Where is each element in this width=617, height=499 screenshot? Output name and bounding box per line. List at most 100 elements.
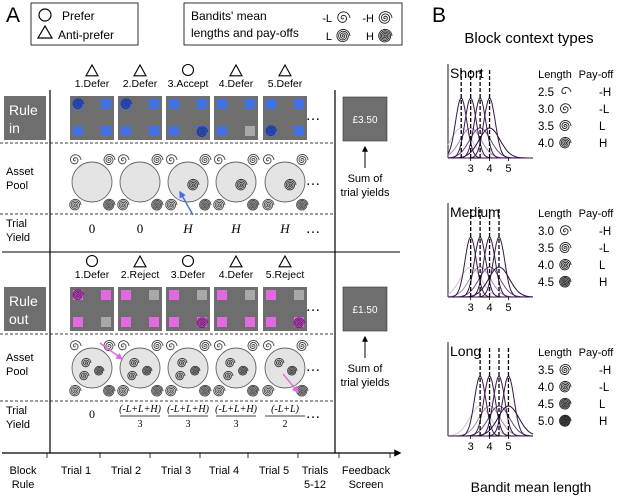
asset-spiral-icon [199,198,212,211]
pool-circle [167,347,209,389]
asset-spiral-icon [118,340,130,351]
bandit-legend-label: -L [322,13,332,25]
bandit-tile [121,290,131,300]
rule-out-label-2: out [9,311,29,327]
col-length-header: Length [538,69,572,81]
trial-decision-label: 3.Accept [168,78,209,90]
pool-spiral-icon [177,357,188,368]
bandit-spiral-icon [559,364,572,375]
bandit-tile [101,99,111,109]
bandit-spiral-icon [120,98,132,109]
asset-spiral-icon [296,384,309,397]
trial-decision-label: 1.Defer [75,78,110,90]
x-tick-label: 3 [468,163,474,175]
bandit-tile [149,317,159,327]
asset-spiral-icon [69,198,82,211]
pool-spiral-icon [287,365,298,376]
trial-screen [70,287,114,331]
bandit-tile [169,317,179,327]
bandit-legend-spiral-icon [336,28,351,43]
asset-pool [69,154,116,211]
bandit-tile [169,99,179,109]
rule-out-label-1: Rule [9,293,38,309]
asset-spiral-icon [103,198,116,211]
bandit-tile [217,317,227,327]
row-length: 5.0 [538,416,554,428]
prefer-circle-icon [38,8,52,22]
bandit-tile [101,317,111,327]
pool-spiral-icon [235,178,248,191]
trial-decision-label: 2.Defer [123,78,158,90]
asset-spiral-icon [151,384,164,397]
bandit-tile [101,290,111,300]
bandit-tile [149,290,159,300]
timeline-label: Trial 2 [111,465,141,477]
asset-spiral-icon [166,154,178,165]
bandit-legend-title-2: lengths and pay-offs [191,26,299,40]
asset-spiral-icon [103,340,116,351]
trial-yield: H [230,221,241,236]
asset-spiral-icon [296,340,309,351]
trial-decision-label: 4.Defer [219,78,254,90]
bandit-spiral-icon [72,289,84,300]
x-tick-label: 3 [468,302,474,314]
asset-pool [165,154,212,211]
asset-spiral-icon [165,384,178,397]
bandit-tile [169,126,179,136]
trial-screen [166,287,210,331]
rule-in-label-2: in [9,120,20,136]
row-payoff: -L [599,382,610,394]
bandit-tile [294,290,304,300]
context-name: Long [450,343,481,359]
context-name: Medium [450,204,500,220]
rule-in-asset-label-2: Pool [6,180,28,192]
bandit-tile [101,126,111,136]
asset-spiral-icon [262,198,275,211]
x-tick-label: 5 [505,163,511,175]
x-tick-label: 5 [505,441,511,453]
asset-pool [262,340,309,397]
col-length-header: Length [538,347,572,359]
x-tick-label: 4 [486,163,492,175]
anti-prefer-label: Anti-prefer [58,28,114,42]
trial-yield-numerator: (-L+L+H) [167,404,210,415]
pool-spiral-icon [79,370,90,381]
bandit-legend-spiral-icon [337,11,351,23]
pool-spiral-icon [81,357,92,368]
bandit-spiral-icon [559,397,572,410]
trial-screen [214,287,258,331]
asset-spiral-icon [263,340,275,351]
anti-prefer-triangle-icon [85,63,99,77]
feedback-screen-out: £1.50 Sum of trial yields [341,286,390,389]
bandit-legend-label: -H [362,13,374,25]
asset-spiral-icon [213,384,226,397]
trial-screen [214,96,258,140]
asset-spiral-icon [151,154,164,165]
panel-a-grid [0,90,402,457]
context-name: Short [450,65,484,81]
trial-screen [263,287,307,331]
bandit-tile [266,99,276,109]
asset-spiral-icon [296,154,309,165]
rule-out-asset-label-2: Pool [6,366,28,378]
pool-circle [215,161,257,203]
bandit-tile [169,290,179,300]
row-payoff: -L [599,243,610,255]
trial-decision-label: 4.Defer [219,269,254,281]
asset-spiral-icon [296,198,309,211]
row-length: 4.5 [538,399,554,411]
pool-spiral-icon [127,370,138,381]
rule-out-yield-label-1: Trial [6,405,27,417]
asset-spiral-icon [213,198,226,211]
pool-circle [167,161,209,203]
anti-prefer-triangle-icon [229,254,243,268]
timeline-label: Trials [302,465,329,477]
asset-spiral-icon [117,198,130,211]
bandit-tile [121,317,131,327]
trial-yield-numerator: (-L+L) [271,404,300,415]
